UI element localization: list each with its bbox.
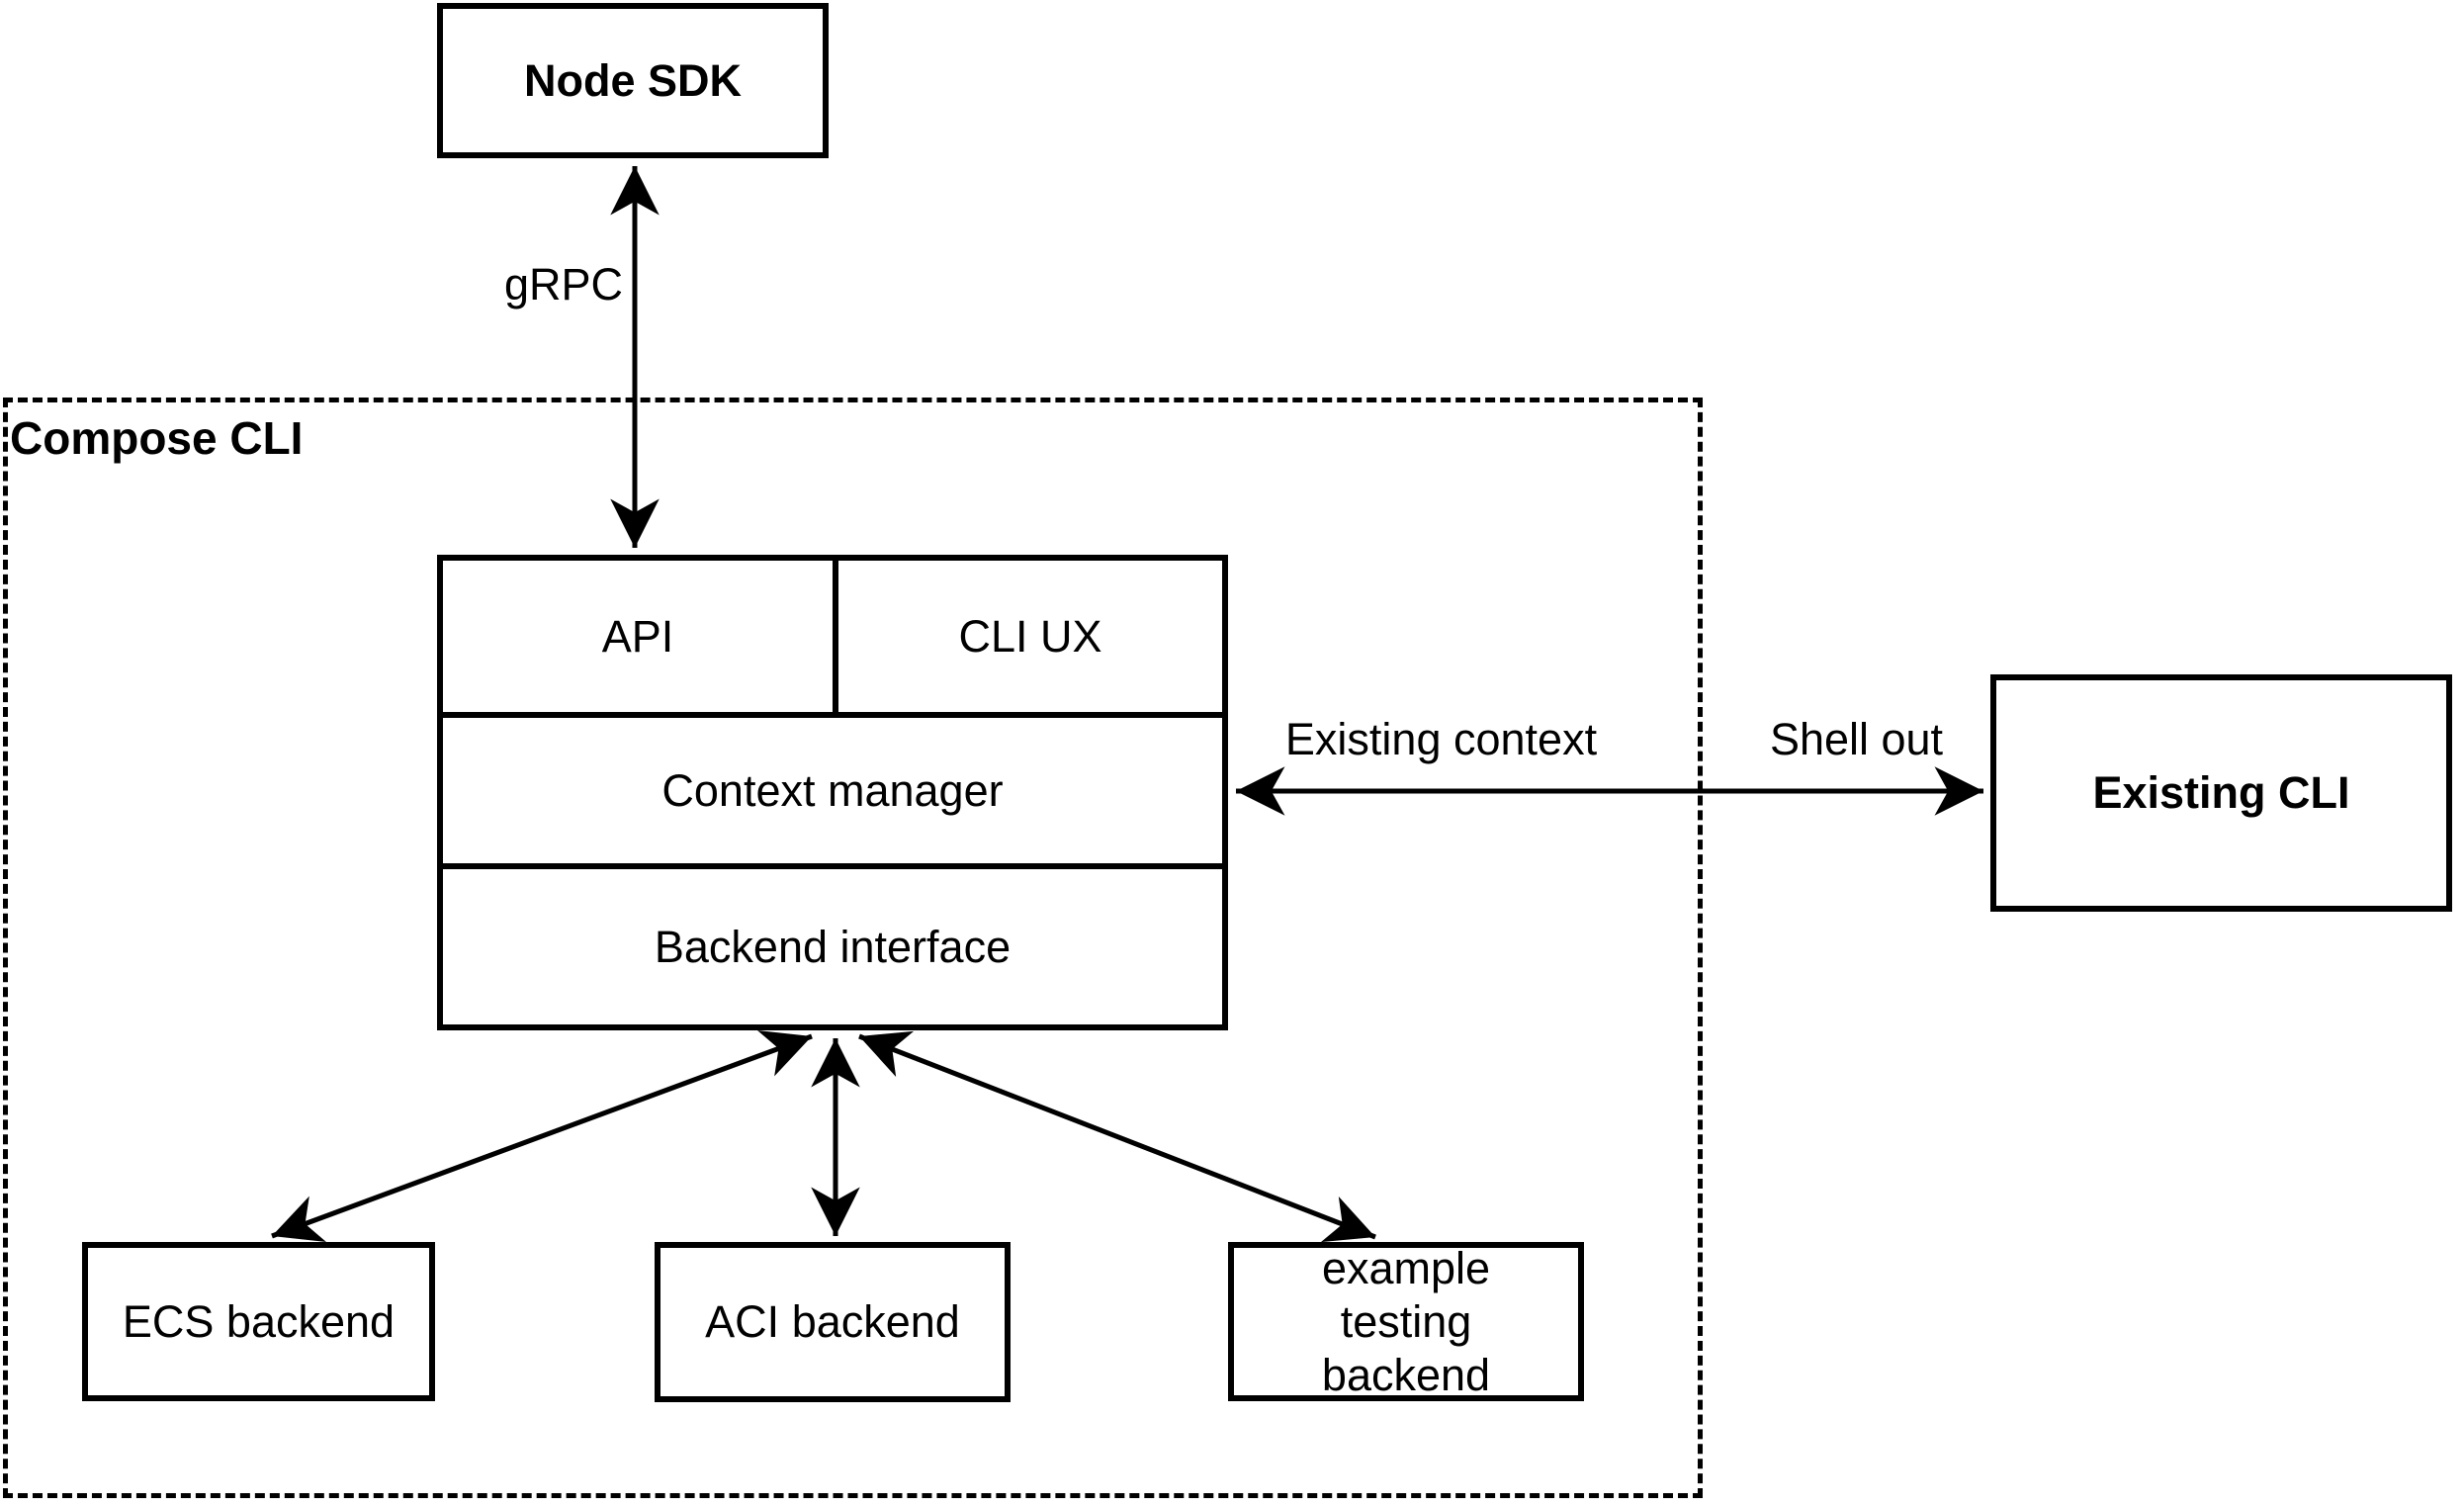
backend-interface-label: Backend interface: [654, 921, 1012, 972]
api-cell: API: [443, 561, 833, 712]
shell-out-edge-label: Shell out: [1735, 714, 1978, 765]
example-testing-backend-label: example testing backend: [1321, 1242, 1491, 1400]
api-label: API: [601, 610, 674, 662]
divider-api-cliux: [833, 561, 838, 712]
node-sdk-label: Node SDK: [523, 54, 742, 106]
cli-ux-label: CLI UX: [958, 610, 1102, 662]
existing-cli-label: Existing CLI: [2092, 767, 2350, 818]
context-manager-label: Context manager: [661, 764, 1004, 816]
context-manager-cell: Context manager: [443, 718, 1222, 863]
ecs-backend-label: ECS backend: [122, 1295, 396, 1347]
existing-cli-box: Existing CLI: [1990, 674, 2452, 912]
compose-cli-core-box: API CLI UX Context manager Backend inter…: [437, 555, 1228, 1030]
divider-api-context: [443, 712, 1222, 718]
compose-cli-container-label: Compose CLI: [10, 412, 304, 464]
existing-context-edge-label: Existing context: [1251, 714, 1631, 765]
cli-ux-cell: CLI UX: [838, 561, 1222, 712]
backend-interface-cell: Backend interface: [443, 869, 1222, 1024]
compose-cli-container: [3, 398, 1703, 1498]
aci-backend-label: ACI backend: [705, 1296, 960, 1347]
ecs-backend-box: ECS backend: [82, 1242, 435, 1401]
node-sdk-box: Node SDK: [437, 3, 829, 158]
divider-context-backend: [443, 863, 1222, 869]
aci-backend-box: ACI backend: [655, 1242, 1011, 1402]
example-testing-backend-box: example testing backend: [1228, 1242, 1584, 1401]
grpc-edge-label: gRPC: [450, 259, 623, 310]
